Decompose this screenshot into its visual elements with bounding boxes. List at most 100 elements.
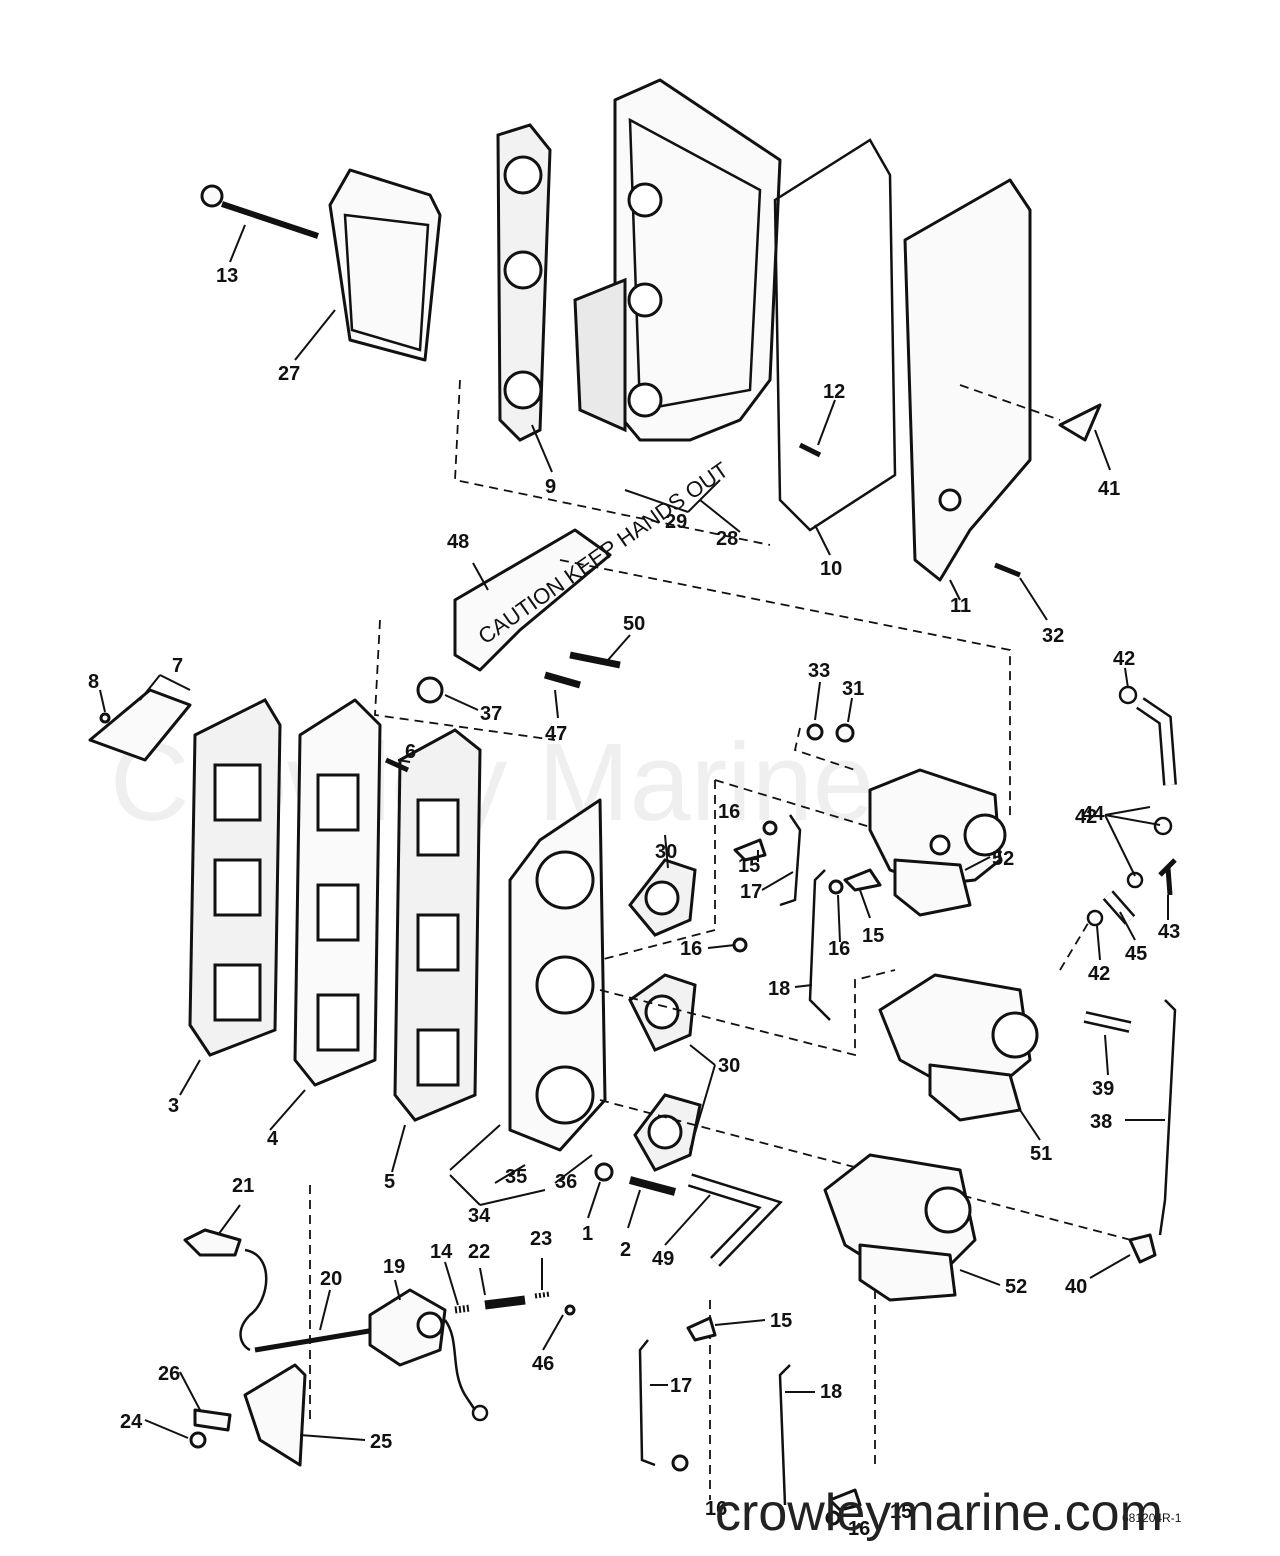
- callout-16-a: 16: [718, 801, 740, 823]
- cap-16d: [671, 1454, 689, 1472]
- knob-41: [1058, 403, 1102, 442]
- callout-47: 47: [545, 723, 567, 745]
- link-17a: [779, 814, 802, 907]
- callout-3: 3: [168, 1095, 179, 1117]
- wire-21: [239, 1248, 268, 1352]
- callout-18-b: 18: [820, 1381, 842, 1403]
- drawing-number: 681204R-1: [1122, 1511, 1182, 1525]
- callout-2: 2: [620, 1239, 631, 1261]
- callout-16-b: 16: [828, 938, 850, 960]
- clip-15b: [843, 868, 882, 892]
- caution-decal: CAUTION KEEP HANDS OUT: [474, 457, 733, 649]
- callout-43: 43: [1158, 921, 1180, 943]
- spring-23: [534, 1291, 551, 1299]
- callout-9: 9: [545, 476, 556, 498]
- alignment-line-cover-48: [374, 619, 556, 741]
- screw-24: [189, 1431, 207, 1449]
- alignment-line-cover: [959, 384, 1061, 421]
- bracket-25: [243, 1363, 307, 1467]
- nut-31: [835, 723, 855, 743]
- rod-20: [254, 1327, 376, 1353]
- cap-16b: [732, 937, 748, 953]
- callout-50: 50: [623, 613, 645, 635]
- callout-38: 38: [1090, 1111, 1112, 1133]
- callout-8: 8: [88, 671, 99, 693]
- callout-27: 27: [278, 363, 300, 385]
- callout-20: 20: [320, 1268, 342, 1290]
- reed-valve-7: [88, 688, 192, 762]
- callout-7: 7: [172, 655, 183, 677]
- callout-11: 11: [950, 595, 971, 617]
- washer-1: [594, 1162, 614, 1182]
- callout-26: 26: [158, 1363, 180, 1385]
- plug-37: [416, 676, 444, 704]
- screw-32: [994, 562, 1021, 578]
- intake-manifold-35: [508, 798, 607, 1152]
- callout-45: 45: [1125, 943, 1147, 965]
- callout-13: 13: [216, 265, 238, 287]
- carburetor-51: [878, 973, 1039, 1122]
- callout-6: 6: [405, 741, 416, 763]
- callout-46: 46: [532, 1353, 554, 1375]
- callout-48: 48: [447, 531, 469, 553]
- alignment-line-carb-1: [714, 779, 881, 831]
- callout-51: 51: [1030, 1143, 1052, 1165]
- alignment-line-cover-48b: [559, 559, 1011, 820]
- screw-8: [99, 712, 111, 724]
- clamp-42b: [1153, 816, 1173, 836]
- clamp-42c: [1126, 871, 1144, 889]
- callout-21: 21: [232, 1175, 254, 1197]
- callout-18-a: 18: [768, 978, 790, 1000]
- bolt-47: [544, 671, 581, 689]
- callout-39: 39: [1092, 1078, 1114, 1100]
- gasket-5: [393, 728, 482, 1122]
- hose-44-inner: [1137, 699, 1175, 786]
- cover-11: [903, 178, 1032, 582]
- callout-52-b: 52: [1005, 1276, 1027, 1298]
- callout-32: 32: [1042, 625, 1064, 647]
- bolt-2: [628, 1176, 677, 1196]
- callout-5: 5: [384, 1171, 395, 1193]
- callout-16-c: 16: [680, 938, 702, 960]
- gasket-30a: [628, 858, 697, 937]
- callout-42-c: 42: [1088, 963, 1110, 985]
- callout-1: 1: [582, 1223, 593, 1245]
- screw-12: [798, 442, 822, 458]
- alignment-line-manifold: [599, 780, 716, 961]
- hose-45-inner: [1104, 892, 1134, 923]
- callout-4: 4: [267, 1128, 279, 1150]
- hose-49-inner: [688, 1175, 779, 1266]
- link-38: [1158, 999, 1177, 1236]
- wire-19: [443, 1319, 477, 1411]
- bracket-40: [1128, 1233, 1157, 1264]
- callout-25: 25: [370, 1431, 392, 1453]
- gasket-3: [188, 698, 282, 1057]
- clamp-26: [193, 1408, 232, 1432]
- screw-46: [564, 1304, 576, 1316]
- bolt-50: [569, 651, 621, 669]
- callout-16-d: 16: [705, 1498, 727, 1520]
- carburetor-52-lower: [823, 1153, 977, 1302]
- plunger-22: [484, 1295, 526, 1310]
- callout-34: 34: [468, 1205, 491, 1227]
- screw-6: [384, 757, 410, 773]
- clip-15d: [828, 1488, 862, 1512]
- callout-42-a: 42: [1113, 648, 1135, 670]
- callout-24: 24: [120, 1411, 143, 1433]
- alignment-line-33: [793, 727, 856, 771]
- callout-16-e: 16: [848, 1518, 870, 1540]
- callout-52-a: 52: [992, 848, 1014, 870]
- callout-17-b: 17: [670, 1375, 692, 1397]
- callout-42-b: 42: [1075, 806, 1097, 828]
- carburetor-52-upper: [868, 768, 1007, 917]
- callout-10: 10: [820, 558, 842, 580]
- callout-31: 31: [842, 678, 864, 700]
- link-18a: [808, 869, 831, 1021]
- cap-16a: [762, 820, 778, 836]
- callout-23: 23: [530, 1228, 552, 1250]
- link-17b: [638, 1339, 656, 1467]
- gasket-10: [773, 138, 897, 532]
- clamp-42d: [1086, 909, 1104, 927]
- link-18b: [778, 1364, 791, 1506]
